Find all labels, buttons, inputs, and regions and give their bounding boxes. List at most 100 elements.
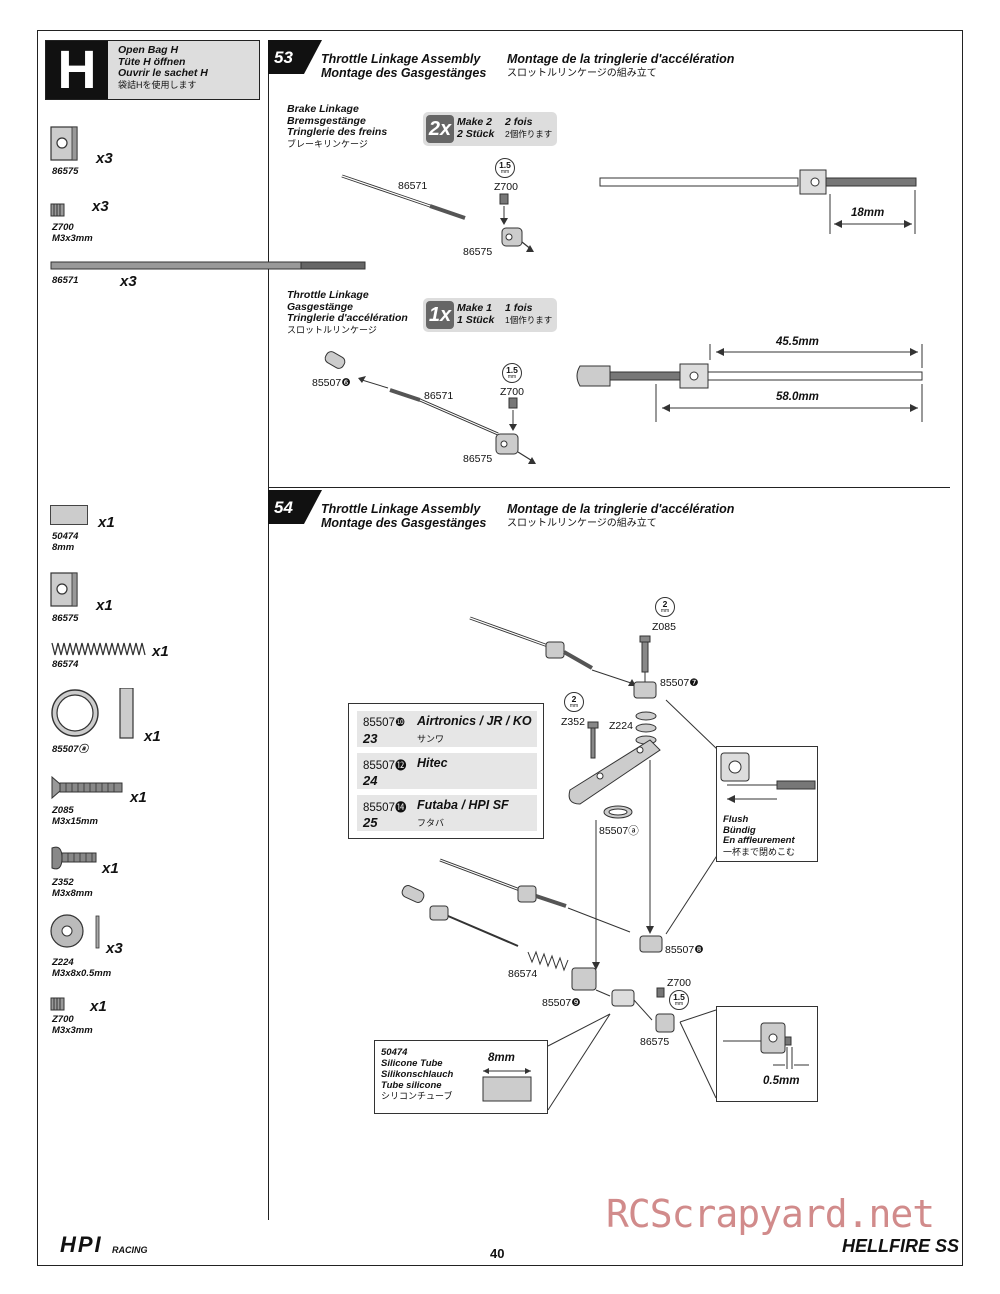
throttle-assembly-diagram: [401, 616, 719, 1111]
label-en: Silicone Tube: [381, 1058, 443, 1069]
washer-icon: [50, 914, 100, 949]
part-size: M3x8mm: [52, 888, 93, 899]
rod-label: 86571: [424, 390, 454, 402]
step-number: 54: [274, 498, 293, 517]
make-jp: 1個作ります: [505, 315, 553, 325]
part-label: 86574: [508, 968, 538, 980]
stopper-label: 86575: [463, 246, 493, 258]
label-fr: Tringlerie d'accélération: [287, 312, 408, 324]
part-code: Z224: [52, 957, 74, 968]
part-qty: x1: [102, 860, 119, 877]
step-title-en: Throttle Linkage Assembly: [321, 502, 481, 516]
label-en: Throttle Linkage: [287, 289, 369, 301]
part-qty: x3: [96, 150, 113, 167]
part-code: 86571: [52, 275, 79, 286]
part-code: Z085: [52, 805, 74, 816]
part-qty: x3: [92, 198, 109, 215]
step-title-jp: スロットルリンケージの組み立て: [507, 517, 657, 529]
step-title-jp: スロットルリンケージの組み立て: [507, 67, 657, 79]
tube-dimension-diagram: [482, 1068, 532, 1102]
part-code: 50474: [52, 531, 79, 542]
make-text: Make 2 2 Stück: [457, 116, 494, 140]
tool-unit: mm: [660, 608, 670, 614]
step-title-en: Throttle Linkage Assembly: [321, 52, 481, 66]
radio-number: 24: [363, 773, 378, 788]
tool-size: 2: [571, 694, 577, 704]
flathead-screw-icon: [51, 776, 123, 800]
part-code: 86574: [52, 659, 79, 670]
part-label: 86575: [640, 1036, 670, 1048]
radio-brand: Hitec: [417, 756, 448, 770]
part-size: M3x8x0.5mm: [52, 968, 112, 979]
part-label: Z352: [561, 716, 585, 728]
label-jp: ブレーキリンケージ: [287, 138, 368, 149]
make-en: Make 2: [457, 116, 493, 128]
label-fr: Tringlerie des freins: [287, 126, 388, 138]
part-code: Z700: [52, 1014, 74, 1025]
make-de: 1 Stück: [457, 314, 495, 326]
make-text: Make 1 1 Stück: [457, 302, 494, 326]
dimension-label: 45.5mm: [776, 336, 819, 348]
part-qty: x1: [98, 514, 115, 531]
step-number: 53: [274, 48, 293, 67]
hpi-logo: HPI: [60, 1232, 103, 1257]
collar-ring-icon: [51, 688, 134, 739]
screw-label: Z700: [500, 386, 524, 398]
stopper-label: 86575: [463, 453, 493, 465]
set-screw-icon: [50, 203, 65, 217]
bag-header: H Open Bag H Tüte H öffnen Ouvrir le sac…: [45, 40, 260, 100]
bag-line-en: Open Bag H: [118, 44, 179, 56]
part-label: Z085: [652, 621, 676, 633]
radio-part-code: 85507⓮: [363, 802, 407, 814]
part-size: 8mm: [52, 542, 75, 553]
brake-linkage-diagram: [341, 169, 917, 252]
radio-brand: Airtronics / JR / KO: [417, 714, 532, 728]
step-title: Throttle Linkage Assembly Montage des Ga…: [321, 502, 487, 530]
radio-brand: Futaba / HPI SF: [417, 798, 509, 812]
set-screw-icon: [50, 997, 65, 1011]
part-qty: x1: [130, 789, 147, 806]
label-de: Bremsgestänge: [287, 114, 366, 127]
part-size: M3x15mm: [52, 816, 98, 827]
watermark: RCScrapyard.net: [606, 1192, 935, 1236]
flush-detail-diagram: [720, 752, 816, 803]
gap-callout: 0.5mm: [716, 1006, 818, 1102]
ball-end-code: 85507: [312, 377, 342, 389]
part-label: Z700: [667, 977, 691, 989]
flush-callout: Flush Bündig En affleurement 一杯まで閉めこむ: [716, 746, 818, 862]
label-jp: シリコンチューブ: [381, 1091, 453, 1101]
part-size: M3x3mm: [52, 233, 93, 244]
radio-number: 25: [363, 815, 378, 830]
make-count: 1x: [426, 301, 454, 329]
part-label: 85507ⓐ: [599, 825, 639, 837]
label-en: Brake Linkage: [287, 103, 359, 115]
radio-part-code: 85507❿: [363, 717, 406, 729]
part-label: 85507❼: [660, 677, 699, 689]
label-de: Bündig: [723, 824, 756, 836]
tool-size: 2: [662, 599, 668, 609]
step-title-de: Montage des Gasgestänges: [321, 515, 487, 530]
part-label: Z224: [609, 720, 633, 732]
make-text-alt: 2 fois 2個作ります: [505, 116, 552, 140]
radio-row: 85507⓮ Futaba / HPI SF 25 フタバ: [357, 795, 537, 831]
label-de: Gasgestänge: [287, 300, 353, 313]
bag-line-fr: Ouvrir le sachet H: [118, 67, 208, 79]
dimension-label: 58.0mm: [776, 391, 819, 403]
part-qty: x3: [120, 273, 137, 290]
throttle-linkage-label: Throttle Linkage Gasgestänge Tringlerie …: [287, 289, 408, 336]
part-size: M3x3mm: [52, 1025, 93, 1036]
part-label: 85507❽: [665, 944, 704, 956]
buttonhead-screw-icon: [51, 846, 97, 870]
step-title-fr: Montage de la tringlerie d'accélération: [507, 502, 735, 516]
make-quantity-box: 1x Make 1 1 Stück 1 fois 1個作ります: [423, 298, 557, 332]
radio-compatibility-table: 85507❿ Airtronics / JR / KO 23 サンワ 85507…: [348, 703, 544, 839]
make-fr: 1 fois: [505, 302, 533, 314]
gap-dimension: 0.5mm: [763, 1075, 800, 1087]
make-jp: 2個作ります: [505, 129, 553, 139]
tool-unit: mm: [674, 1001, 684, 1007]
